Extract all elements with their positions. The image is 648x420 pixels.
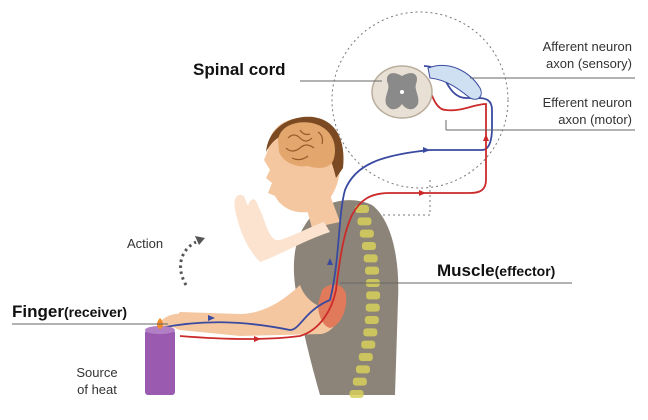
label-action: Action xyxy=(127,236,163,251)
vertebra xyxy=(365,266,380,275)
finger-suffix: (receiver) xyxy=(63,304,127,320)
label-finger: Finger(receiver) xyxy=(12,302,127,322)
vertebra xyxy=(357,217,372,226)
muscle-suffix: (effector) xyxy=(494,263,556,279)
spinal-cord-text: Spinal cord xyxy=(193,60,286,79)
efferent-arrow xyxy=(483,134,489,141)
spine xyxy=(349,205,381,398)
efferent-arrow xyxy=(419,190,426,196)
vertebra xyxy=(359,229,374,238)
vertebra xyxy=(365,303,380,312)
afferent-pathway xyxy=(159,65,493,331)
vertebra xyxy=(366,291,381,300)
dorsal-root-ganglion xyxy=(427,64,482,100)
zoom-connector xyxy=(372,180,431,216)
label-muscle: Muscle(effector) xyxy=(437,261,555,281)
afferent-arrow xyxy=(327,258,333,265)
spinal-cord-section xyxy=(371,65,433,119)
label-heat-source: Source of heat xyxy=(62,364,132,398)
vertebra xyxy=(355,205,369,213)
afferent-arrow xyxy=(423,147,430,153)
vertebra xyxy=(363,328,378,337)
action-arrow xyxy=(179,240,197,286)
vertebra xyxy=(363,254,378,263)
efferent-pathway xyxy=(179,79,487,340)
vertebra xyxy=(361,242,376,250)
label-efferent: Efferent neuron axon (motor) xyxy=(543,94,632,128)
efferent-line2: axon (motor) xyxy=(558,112,632,127)
cord-central-canal xyxy=(400,90,404,94)
candle-top xyxy=(145,326,175,334)
muscle-text: Muscle xyxy=(437,261,495,280)
vertebra xyxy=(358,353,373,361)
afferent-line1: Afferent neuron xyxy=(542,39,632,54)
vertebra xyxy=(355,365,370,374)
action-arrowhead xyxy=(195,236,205,245)
efferent-line1: Efferent neuron xyxy=(542,95,632,110)
efferent-arrow xyxy=(254,336,261,342)
label-spinal-cord: Spinal cord xyxy=(193,60,286,80)
vertebra xyxy=(352,377,367,386)
afferent-arrow xyxy=(208,315,215,321)
finger-text: Finger xyxy=(12,302,64,321)
label-afferent: Afferent neuron axon (sensory) xyxy=(543,38,632,72)
afferent-line2: axon (sensory) xyxy=(546,56,632,71)
raised-arm xyxy=(234,194,330,262)
brain-folds xyxy=(285,129,324,161)
heat-line2: of heat xyxy=(77,382,117,397)
action-text: Action xyxy=(127,236,164,251)
candle xyxy=(145,330,175,395)
vertebra xyxy=(349,390,364,398)
vertebra xyxy=(364,316,379,324)
zoom-circle xyxy=(331,11,509,189)
vertebra xyxy=(361,340,376,349)
heat-line1: Source xyxy=(76,365,118,380)
